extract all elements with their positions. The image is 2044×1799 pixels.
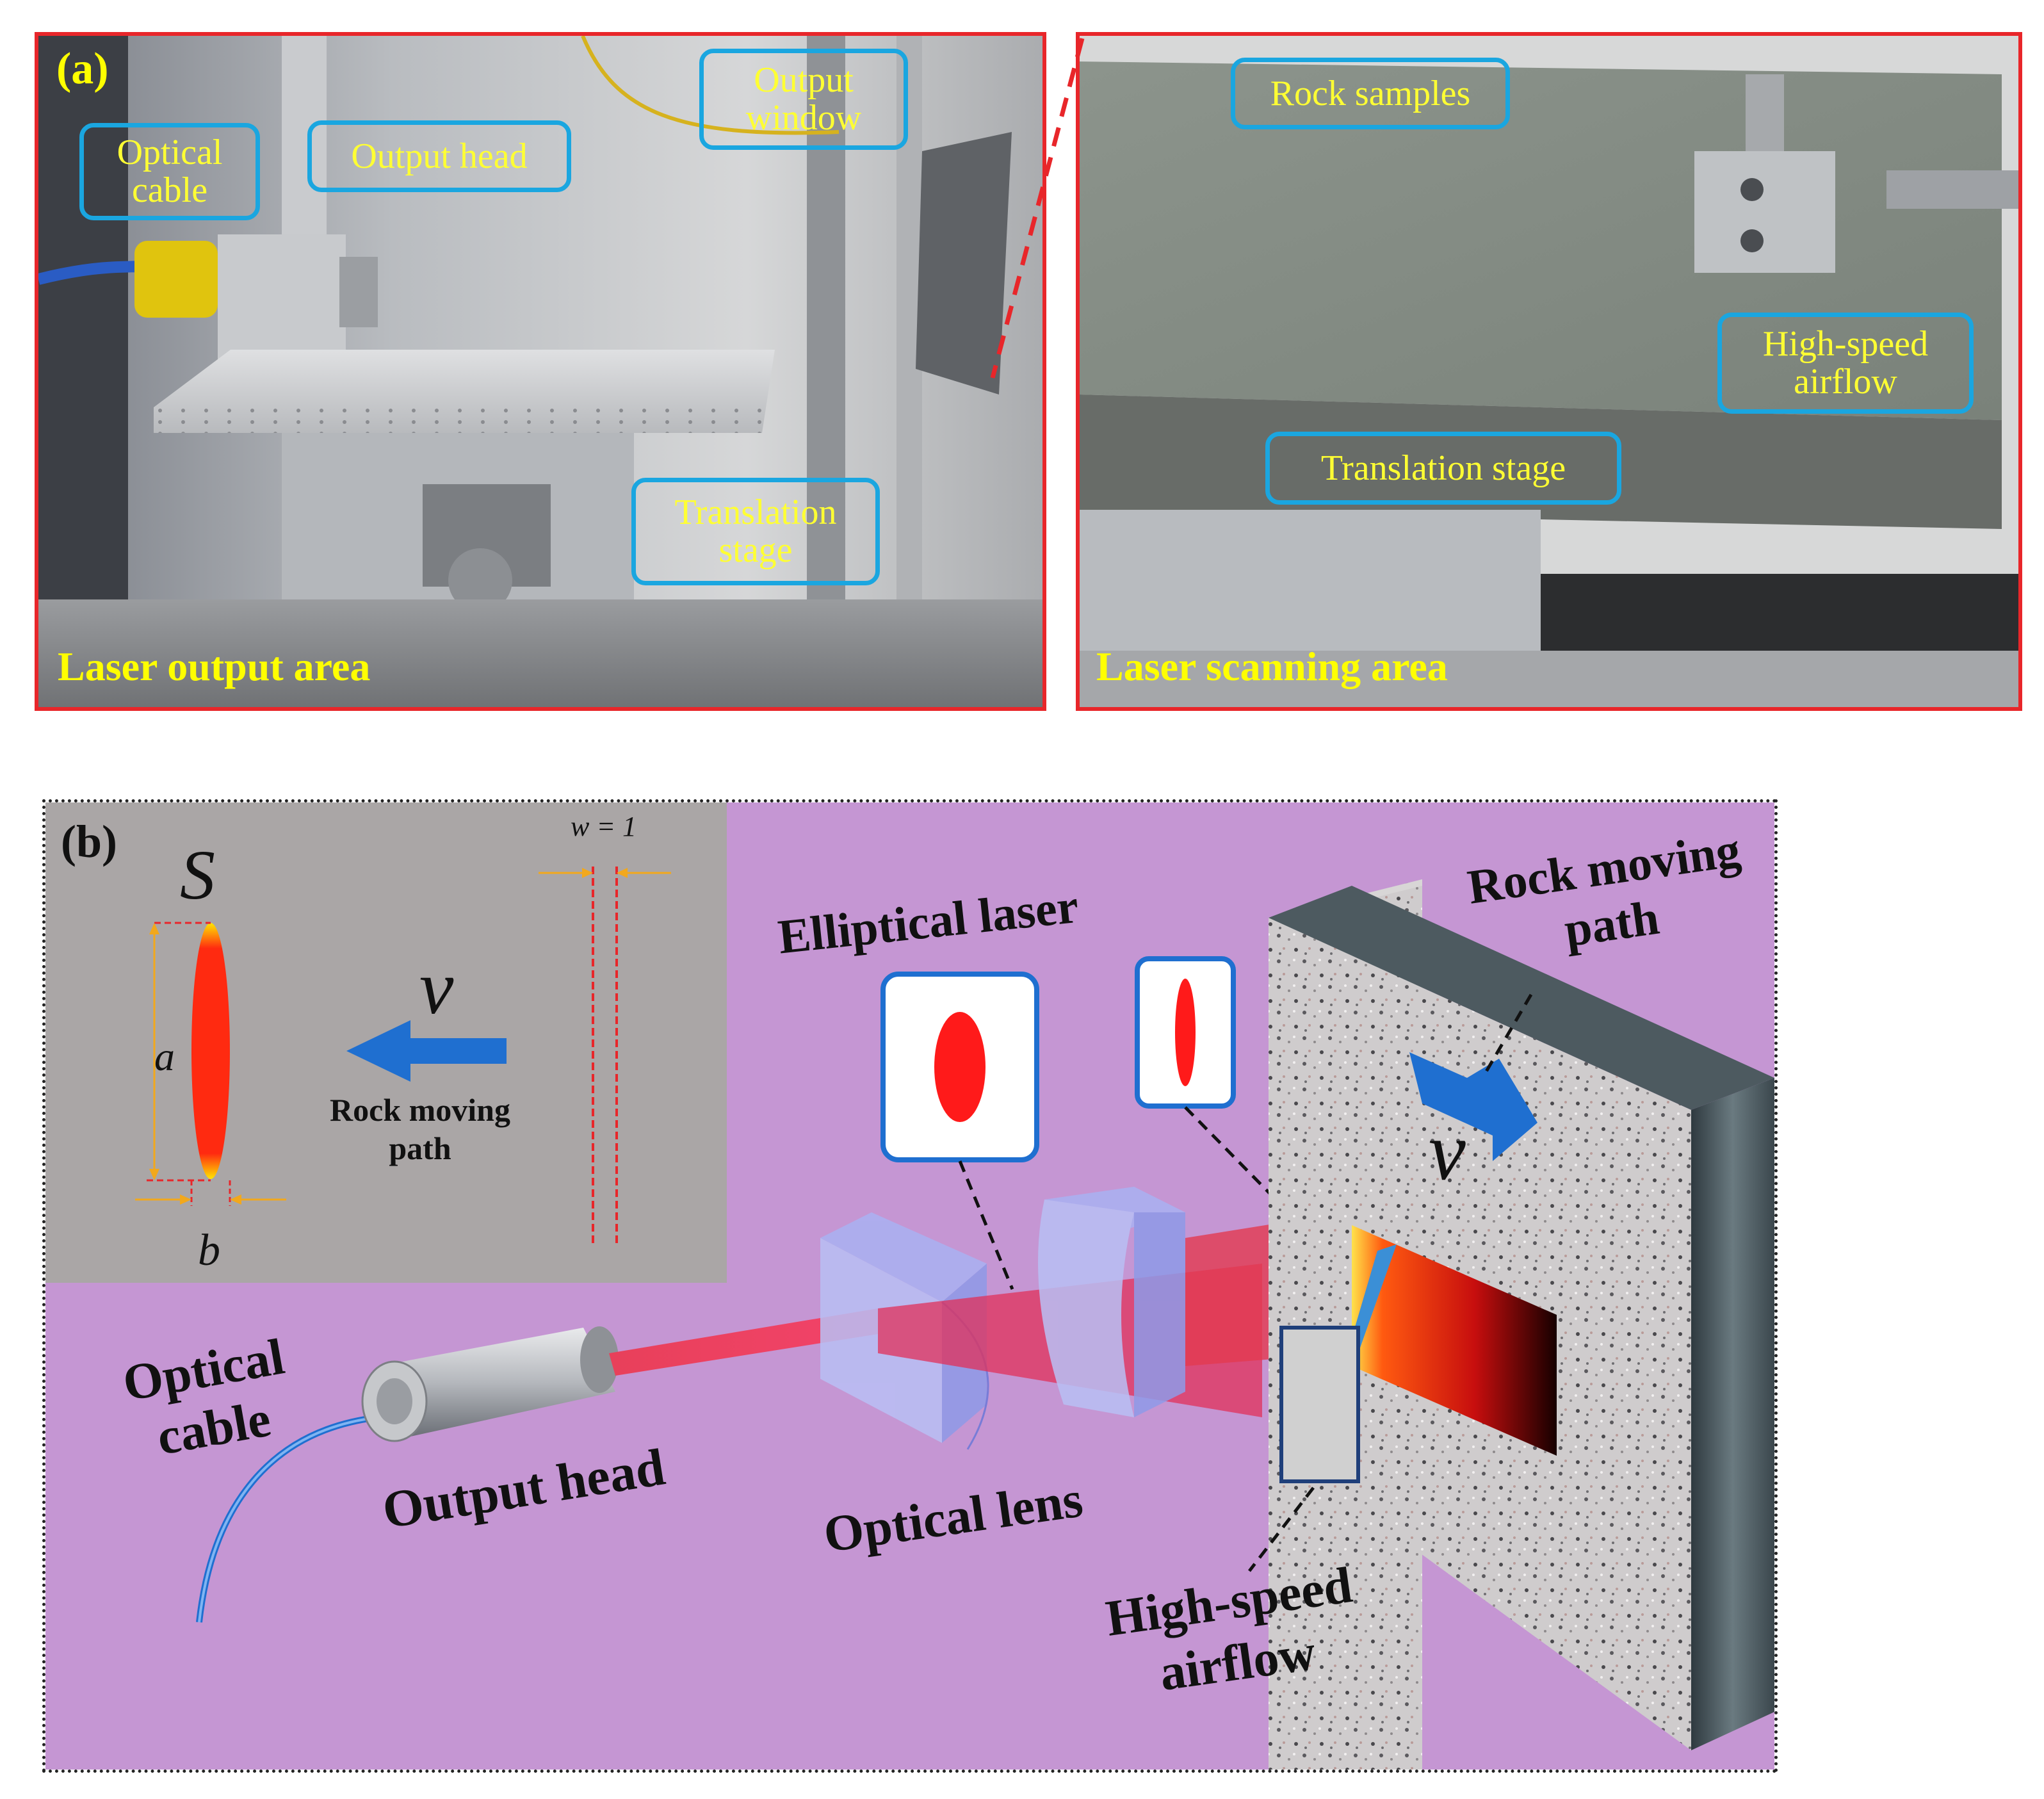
callout-output-head: Output head xyxy=(307,120,571,192)
laser-cut-slot xyxy=(1352,1225,1557,1456)
optical-lens-2 xyxy=(1038,1187,1185,1417)
laser-scanning-scene xyxy=(1080,36,2018,707)
callout-translation-stage: Translation stage xyxy=(631,478,880,585)
rock-direction-arrow xyxy=(1409,1052,1537,1161)
callout-rock-samples: Rock samples xyxy=(1231,58,1510,129)
inset-a-symbol: a xyxy=(154,1034,175,1079)
panel-a-letter: (a) xyxy=(56,44,109,94)
laser-output-area-label: Laser output area xyxy=(58,644,371,689)
laser-output-photo: (a) Optical cable Output head Output win… xyxy=(35,32,1046,711)
panel-b-diagram: (b) S a b v w = 1 Rock moving path Ellip… xyxy=(42,799,1778,1773)
zoom-connector xyxy=(990,38,1085,379)
laser-scanning-photo: Rock samples High-speed airflow Translat… xyxy=(1076,32,2022,711)
callout-translation-stage-right: Translation stage xyxy=(1265,432,1621,505)
callout-high-speed-airflow: High-speed airflow xyxy=(1717,313,1974,414)
panel-b-letter: (b) xyxy=(61,816,117,867)
elliptical-spot xyxy=(191,923,230,1179)
inset-b-symbol: b xyxy=(198,1226,220,1275)
panel-b-illustration xyxy=(45,802,1774,1770)
output-head-body xyxy=(361,1326,619,1442)
laser-beam xyxy=(609,1308,878,1376)
rock-v-symbol: v xyxy=(1429,1105,1466,1198)
laser-scanning-area-label: Laser scanning area xyxy=(1096,644,1448,689)
inset-s-symbol: S xyxy=(180,836,215,914)
callout-output-window: Output window xyxy=(699,49,908,150)
airflow-nozzle xyxy=(1279,1326,1360,1483)
callout-optical-cable: Optical cable xyxy=(79,123,260,220)
inset-direction-arrow xyxy=(346,1020,507,1082)
inset-w-label: w = 1 xyxy=(571,811,637,842)
inset-v-symbol: v xyxy=(419,945,454,1030)
inset-rock-moving-path: Rock moving path xyxy=(330,1092,510,1166)
